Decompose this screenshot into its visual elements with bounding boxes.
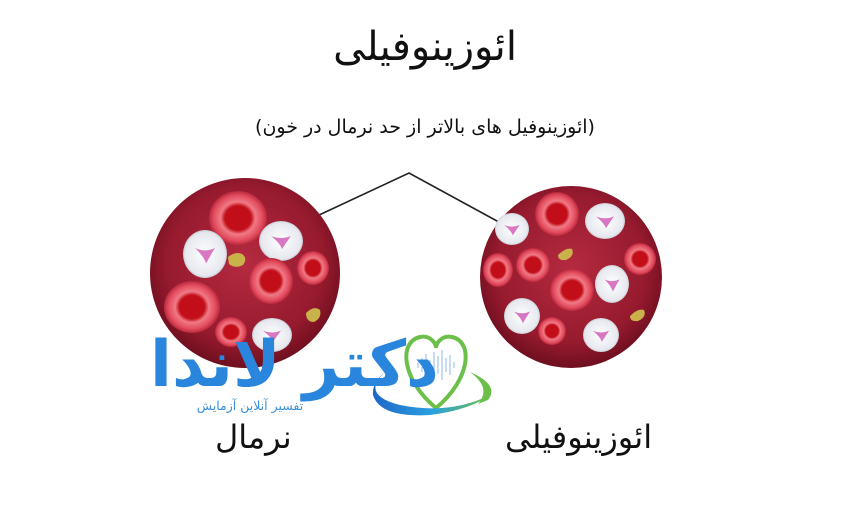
connector-line [286,172,509,231]
watermark-brand: دکتر لاندا [150,328,441,402]
subtitle: (ائوزینوفیل های بالاتر از حد نرمال در خو… [255,116,595,138]
normal-label: نرمال [215,418,292,456]
normal-blood-sample [150,178,340,368]
watermark-tagline: تفسیر آنلاین آزمایش [196,398,304,413]
page-title: ائوزینوفیلی [333,24,517,70]
heart-logo-icon [372,334,492,416]
eosinophilia-blood-sample [480,186,662,368]
eosinophilia-label: ائوزینوفیلی [505,418,653,456]
